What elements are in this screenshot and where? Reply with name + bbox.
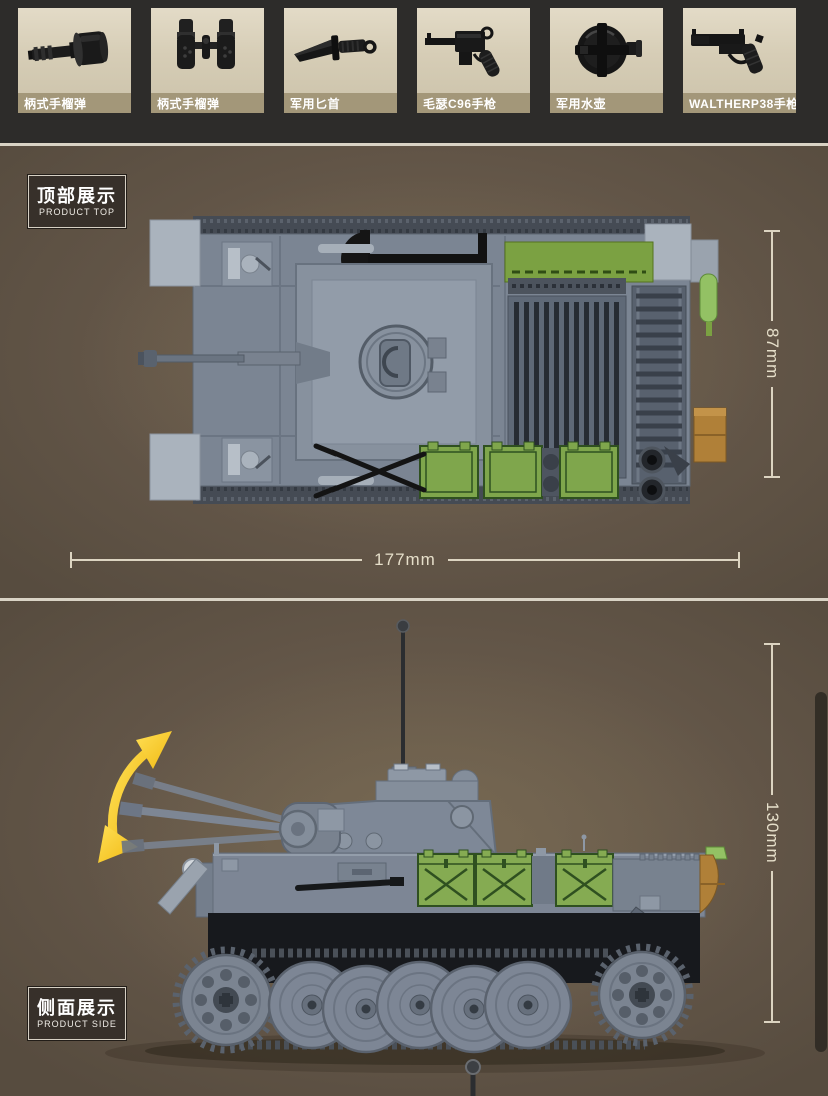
tan-crate xyxy=(693,407,727,463)
dimension-87mm: 87mm xyxy=(762,230,782,479)
wire-cutters xyxy=(313,443,427,499)
main-gun-barrel xyxy=(138,350,301,367)
dimension-130mm: 130mm xyxy=(762,643,782,1023)
accessory-tile-stick-grenade: 柄式手榴弹 xyxy=(18,8,131,113)
green-canister xyxy=(699,273,718,336)
stick-grenade-icon xyxy=(27,31,109,67)
green-crates-top xyxy=(419,441,619,499)
accessory-tile-dagger: 军用匕首 xyxy=(284,8,397,113)
accessory-label: 军用匕首 xyxy=(284,93,397,113)
green-crates-side xyxy=(417,834,614,907)
dimension-177mm: 177mm xyxy=(70,550,740,570)
tank-top-view-image xyxy=(80,173,770,543)
section-divider xyxy=(0,143,828,146)
spare-track-rack xyxy=(631,285,687,485)
accessory-label: 柄式手榴弹 xyxy=(18,93,131,113)
accessory-label: 毛瑟C96手枪 xyxy=(417,93,530,113)
dimension-label: 177mm xyxy=(374,550,436,569)
accessory-bar: 柄式手榴弹 柄式手榴弹 xyxy=(0,0,828,143)
mauser-c96-pistol-icon xyxy=(425,26,500,77)
running-gear xyxy=(172,913,700,1054)
accessory-tile-binoculars: 柄式手榴弹 xyxy=(151,8,264,113)
elevation-arrow xyxy=(98,731,172,863)
accessory-tile-canteen: 军用水壶 xyxy=(550,8,663,113)
section-label-top: 顶部展示 PRODUCT TOP xyxy=(27,174,127,229)
gun-barrels xyxy=(119,772,297,853)
section-divider xyxy=(0,598,828,601)
section-product-top: 顶部展示 PRODUCT TOP 87mm 177mm xyxy=(0,146,828,598)
section-title-en: PRODUCT TOP xyxy=(38,206,115,217)
road-wheels xyxy=(267,960,573,1054)
section-title-en: PRODUCT SIDE xyxy=(37,1018,117,1029)
tank-side-view-image xyxy=(85,619,775,1096)
binoculars-icon xyxy=(177,19,235,69)
next-image-antenna-partial xyxy=(465,1059,481,1096)
section-title-zh: 顶部展示 xyxy=(37,185,117,206)
military-dagger-icon xyxy=(294,35,377,62)
accessory-tile-mauser-c96: 毛瑟C96手枪 xyxy=(417,8,530,113)
accessory-label: 军用水壶 xyxy=(550,93,663,113)
canteen-icon xyxy=(575,23,642,77)
dimension-label: 87mm xyxy=(763,328,782,380)
exhaust-pipes xyxy=(638,446,690,504)
section-title-zh: 侧面展示 xyxy=(37,997,117,1018)
scrollbar-thumb[interactable] xyxy=(815,692,827,1052)
dimension-label: 130mm xyxy=(763,802,782,864)
tank-side-turret xyxy=(278,763,498,856)
accessory-label: WALTHERP38手枪 xyxy=(683,93,796,113)
tank-top-turret xyxy=(295,244,493,485)
section-label-side: 侧面展示 PRODUCT SIDE xyxy=(27,986,127,1041)
accessory-tile-walther-p38: WALTHERP38手枪 xyxy=(683,8,796,113)
accessory-label: 柄式手榴弹 xyxy=(151,93,264,113)
green-plate xyxy=(504,241,654,283)
section-product-side: 侧面展示 PRODUCT SIDE 130mm xyxy=(0,601,828,1096)
walther-p38-pistol-icon xyxy=(691,29,764,74)
